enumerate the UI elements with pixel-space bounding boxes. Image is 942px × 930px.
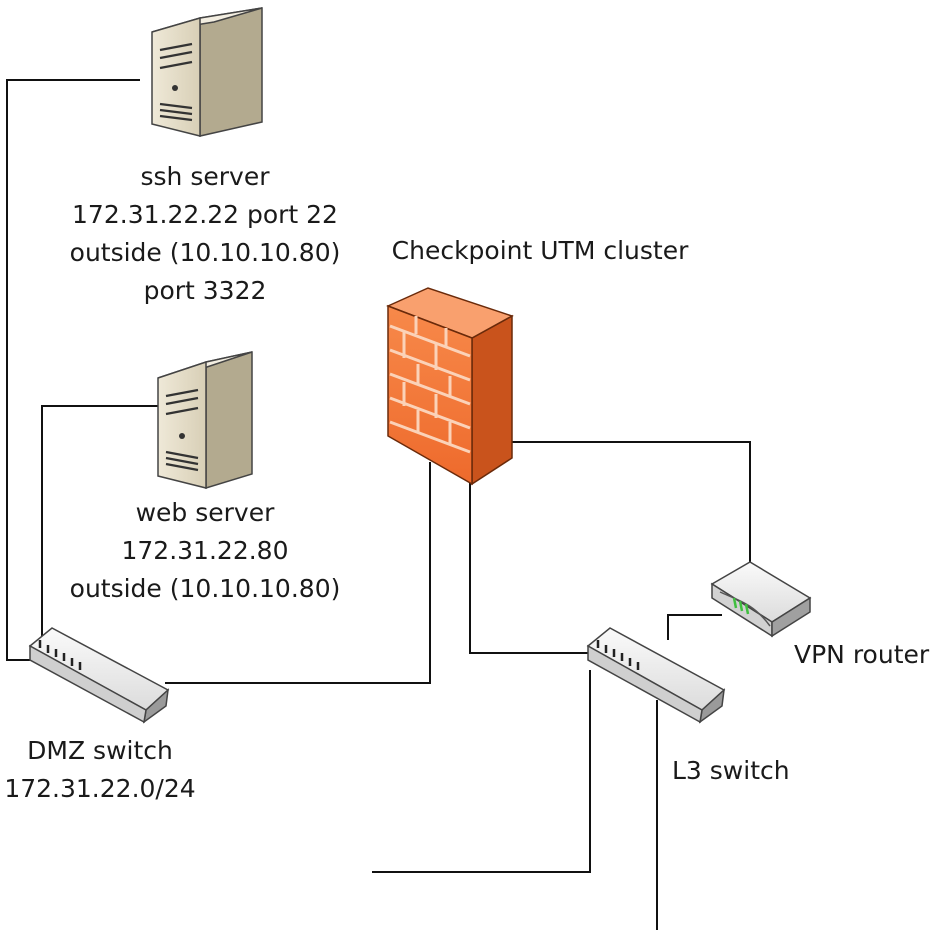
- l3-switch-icon: [586, 627, 726, 724]
- web-server-address: 172.31.22.80: [121, 536, 289, 565]
- web-server-name: web server: [135, 498, 275, 527]
- vpn-router-label: VPN router: [794, 636, 929, 674]
- link-firewall-l3: [469, 478, 592, 654]
- vpn-router-name: VPN router: [794, 640, 930, 669]
- ssh-server-port: port 3322: [143, 276, 267, 305]
- web-server-icon: [157, 351, 253, 490]
- web-server-outside: outside (10.10.10.80): [69, 574, 341, 603]
- dmz-switch-name: DMZ switch: [27, 736, 173, 765]
- link-vpn-l3: [667, 614, 722, 640]
- link-dmz-firewall: [165, 462, 431, 684]
- firewall-icon: [386, 287, 514, 486]
- dmz-switch-subnet: 172.31.22.0/24: [4, 774, 196, 803]
- vpn-router-icon: [710, 561, 812, 638]
- dmz-switch-label: DMZ switch 172.31.22.0/24: [4, 732, 195, 808]
- ssh-server-outside: outside (10.10.10.80): [69, 238, 341, 267]
- ssh-server-label: ssh server 172.31.22.22 port 22 outside …: [70, 158, 341, 310]
- link-firewall-vpn: [512, 441, 751, 565]
- l3-switch-label: L3 switch: [672, 752, 790, 790]
- ssh-server-icon: [151, 7, 263, 137]
- connection-lines: [6, 79, 751, 930]
- vpn-led-icon: [732, 597, 750, 615]
- ssh-server-name: ssh server: [140, 162, 270, 191]
- link-ssh-dmz: [6, 79, 140, 661]
- link-l3-offpage-left: [372, 670, 591, 873]
- link-web-dmz: [41, 405, 158, 640]
- ssh-server-address: 172.31.22.22 port 22: [72, 200, 338, 229]
- l3-switch-name: L3 switch: [672, 756, 790, 785]
- firewall-name: Checkpoint UTM cluster: [391, 236, 689, 265]
- web-server-label: web server 172.31.22.80 outside (10.10.1…: [70, 494, 341, 608]
- dmz-switch-icon: [28, 627, 170, 724]
- firewall-label: Checkpoint UTM cluster: [392, 232, 689, 270]
